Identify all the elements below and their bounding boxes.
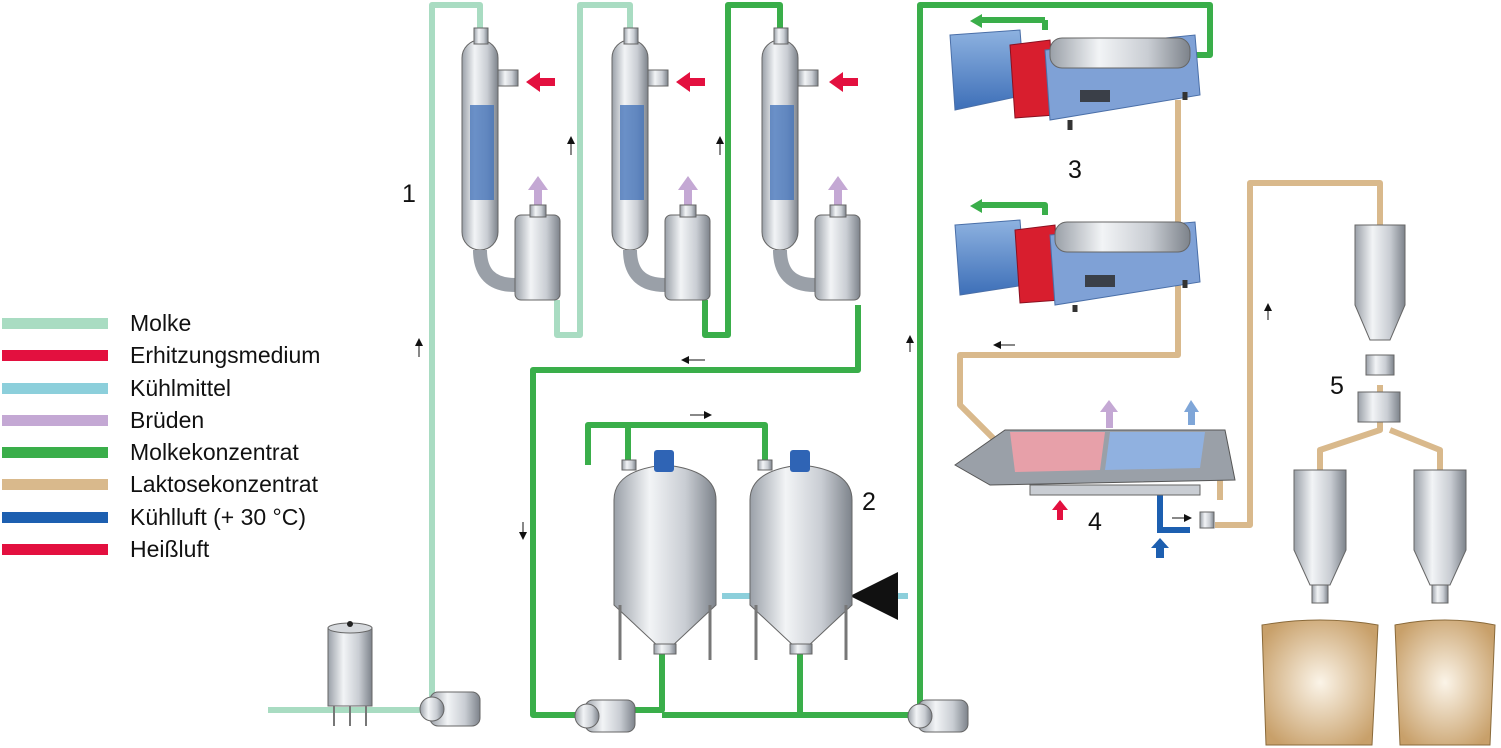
legend-label: Molkekonzentrat xyxy=(130,439,299,466)
legend-swatch xyxy=(2,511,108,523)
bag-right xyxy=(1394,619,1496,746)
decanter-2 xyxy=(954,219,1201,312)
pump-3 xyxy=(907,699,969,733)
step-label-5: 5 xyxy=(1330,372,1344,400)
decanter-1 xyxy=(949,29,1201,130)
step-label-2: 2 xyxy=(862,488,876,516)
legend-swatch xyxy=(2,382,108,394)
silo-right xyxy=(1413,469,1467,604)
step-label-3: 3 xyxy=(1068,156,1082,184)
evaporator-1 xyxy=(461,27,561,301)
silo-left xyxy=(1293,469,1347,604)
decanter-outflow-arrows xyxy=(970,14,982,213)
evaporator-2 xyxy=(611,27,711,301)
legend-swatch xyxy=(2,414,108,426)
legend-label: Molke xyxy=(130,310,192,336)
pump-1 xyxy=(419,691,481,727)
flow-arrows xyxy=(415,136,1272,540)
legend-swatch xyxy=(2,318,108,329)
brueden-arrows xyxy=(528,176,1118,428)
tank-1 xyxy=(613,450,717,660)
legend-label: Kühlluft (+ 30 °C) xyxy=(130,503,307,530)
fluid-bed-dryer xyxy=(954,429,1236,529)
legend-swatch xyxy=(2,350,108,362)
legend-label: Kühlmittel xyxy=(130,374,231,401)
legend-label: Erhitzungsmedium xyxy=(130,342,321,369)
step-label-1: 1 xyxy=(402,180,416,208)
legend-swatch xyxy=(2,544,108,556)
legend-label: Brüden xyxy=(130,406,205,433)
legend-swatch xyxy=(2,479,108,491)
legend-label: Laktosekonzentrat xyxy=(130,471,318,498)
legend-label: Heißluft xyxy=(130,536,210,563)
bag-left xyxy=(1261,619,1379,746)
silo-top xyxy=(1354,224,1406,423)
whey-supply-tank xyxy=(327,621,373,726)
legend-swatch xyxy=(2,447,108,459)
heating-arrows xyxy=(526,72,1068,520)
pump-2 xyxy=(574,699,636,733)
molke-pipe xyxy=(268,2,633,713)
step-label-4: 4 xyxy=(1088,508,1102,536)
evaporator-3 xyxy=(761,27,861,301)
tank-2 xyxy=(749,450,853,660)
cooling-air-arrow xyxy=(1151,400,1199,558)
